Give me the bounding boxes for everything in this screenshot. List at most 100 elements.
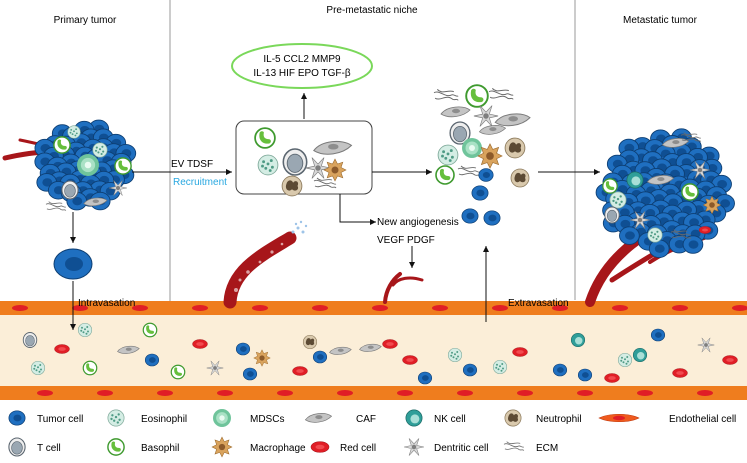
tcell-cell: [8, 437, 26, 457]
eosinophil-cell: [492, 359, 508, 375]
legend-label: Basophil: [141, 443, 179, 454]
mdsc-cell: [213, 409, 231, 427]
tcell-cell: [61, 180, 79, 200]
legend-label: NK cell: [434, 414, 466, 425]
legend-label: Neutrophil: [536, 414, 582, 425]
endothelial-nucleus: [277, 390, 293, 396]
recruitment-label: Recruitment: [173, 177, 227, 188]
dendritic-cell: [697, 337, 715, 353]
tumor-cell: [483, 210, 501, 226]
macrophage-cell: [477, 143, 503, 169]
red-cell: [382, 339, 398, 349]
endothelial-nucleus: [672, 305, 688, 311]
nk-cell: [626, 171, 644, 189]
legend-label: Dentritic cell: [434, 443, 488, 454]
legend-label: Tumor cell: [37, 414, 83, 425]
endothelial-nucleus: [372, 305, 388, 311]
tumor-cell: [682, 235, 704, 254]
red-cell: [512, 347, 528, 357]
red-cell: [698, 226, 712, 234]
tumor-cell: [461, 208, 479, 224]
tumor-cell: [462, 363, 478, 377]
tumor-cell: [242, 367, 258, 381]
primary-tumor-mass: [34, 119, 137, 211]
ecm-cell: [680, 132, 702, 142]
pre-metastatic-cluster: [433, 84, 531, 226]
legend-label: Red cell: [340, 443, 376, 454]
basophil-cell: [82, 360, 98, 376]
caf-cell: [304, 413, 333, 423]
extravasation-label: Extravasation: [508, 298, 569, 309]
endothelial-nucleus: [552, 305, 568, 311]
intravasation-label: Intravasation: [78, 298, 135, 309]
endothelial-nucleus: [492, 305, 508, 311]
ecm-cell: [457, 165, 481, 177]
pre-metastatic-niche-title: Pre-metastatic niche: [326, 5, 418, 16]
neutrophil-cell: [504, 137, 526, 159]
eosinophil-cell: [257, 154, 279, 176]
basophil-cell: [465, 84, 489, 108]
tumor-cell: [144, 353, 160, 367]
basophil-cell: [114, 157, 132, 175]
red-cell: [402, 355, 418, 365]
neutrophil-cell: [504, 409, 522, 427]
tumor-cell: [577, 368, 593, 382]
caf-cell: [313, 140, 353, 155]
legend-label: ECM: [536, 443, 558, 454]
cytokine-line-2: IL-13 HIF EPO TGF-β: [253, 68, 350, 79]
nk-cell: [632, 347, 648, 363]
endothelial-nucleus: [37, 390, 53, 396]
eosinophil-cell: [447, 347, 463, 363]
red-cell: [292, 366, 308, 376]
basophil-cell: [53, 136, 71, 154]
macrophage-cell: [323, 158, 347, 182]
macrophage-cell: [253, 349, 271, 367]
basophil-cell: [170, 364, 186, 380]
nk-cell: [405, 409, 423, 427]
macrophage-cell: [702, 195, 722, 215]
tumor-cell: [648, 239, 670, 258]
endothelial-nucleus: [577, 390, 593, 396]
ecm-cell: [670, 229, 692, 239]
endothelial-nucleus: [697, 390, 713, 396]
endothelial-nucleus: [397, 390, 413, 396]
endothelial-nucleus: [132, 305, 148, 311]
dendritic-cell: [630, 211, 650, 229]
tcell-cell: [22, 332, 38, 348]
ecm-cell: [433, 89, 459, 101]
endothelial-nucleus: [637, 390, 653, 396]
red-cell: [722, 355, 738, 365]
caf-cell: [494, 113, 531, 127]
eosinophil-cell: [609, 191, 627, 209]
dendritic-cell: [109, 180, 127, 196]
dendritic-cell: [690, 161, 710, 179]
tumor-cell: [417, 371, 433, 385]
tumor-cell: [619, 226, 640, 245]
metastatic-tumor-title: Metastatic tumor: [623, 15, 698, 26]
legend-label: T cell: [37, 443, 61, 454]
tumor-cell: [552, 363, 568, 377]
legend-label: Macrophage: [250, 443, 306, 454]
eosinophil-cell: [77, 322, 93, 338]
eosinophil-cell: [617, 352, 633, 368]
neutrophil-cell: [302, 334, 318, 350]
endothelial-nucleus: [517, 390, 533, 396]
caf-cell: [359, 343, 382, 352]
tumor-cell: [312, 350, 328, 364]
legend-label: CAF: [356, 414, 376, 425]
ecm-cell: [45, 201, 67, 211]
endothelial-cell: [598, 413, 640, 423]
endothelial-nucleus: [612, 305, 628, 311]
endothelial-nucleus: [432, 305, 448, 311]
eosinophil-cell: [92, 142, 108, 158]
endothelial-nucleus: [157, 390, 173, 396]
red-cell: [672, 368, 688, 378]
tumor-cell: [471, 185, 489, 201]
dendritic-cell: [206, 360, 224, 376]
neutrophil-cell: [510, 168, 530, 188]
mdsc-cell: [77, 154, 99, 176]
nk-cell: [570, 332, 586, 348]
tumor-cell: [8, 410, 26, 426]
legend-label: Endothelial cell: [669, 414, 736, 425]
